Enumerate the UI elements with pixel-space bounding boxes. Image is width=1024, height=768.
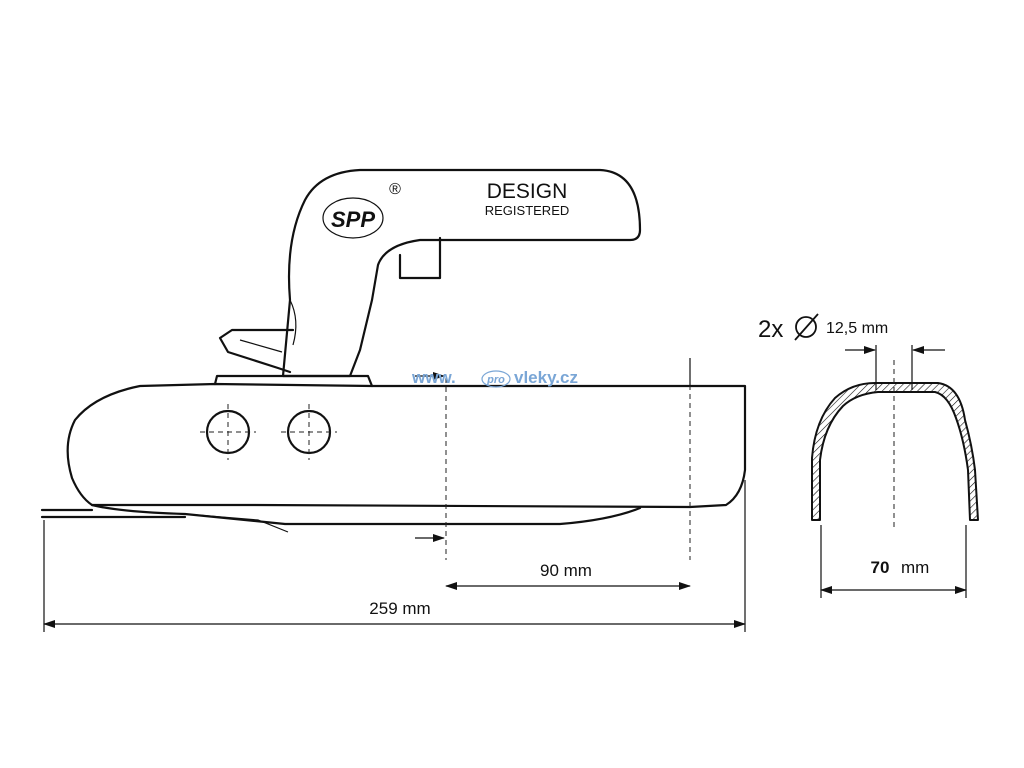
- bolt-hole-right: [281, 404, 337, 460]
- bolt-hole-left: [200, 404, 256, 460]
- watermark-right: vleky.cz: [514, 368, 578, 387]
- dimension-259: 259 mm: [43, 480, 746, 632]
- safety-trigger: [218, 328, 295, 374]
- registered-mark: ®: [389, 181, 401, 198]
- spp-logo: SPP ®: [322, 181, 401, 239]
- coupling-housing: [66, 382, 747, 509]
- watermark-left: www.: [411, 368, 456, 387]
- housing-bottom-contour: [90, 503, 642, 526]
- watermark: www. pro vleky.cz: [411, 368, 578, 388]
- lower-flange-line: [184, 513, 289, 533]
- profile-hatched-wall: [811, 382, 979, 521]
- design-label: DESIGN: [487, 180, 568, 203]
- registered-label: REGISTERED: [485, 203, 570, 218]
- dimension-70-value: 70: [871, 558, 890, 577]
- logo-text: SPP: [331, 207, 375, 232]
- dimension-90-label: 90 mm: [540, 561, 592, 580]
- dimension-90: 90 mm: [445, 561, 691, 590]
- coupling-side-view: SPP ® DESIGN REGISTERED: [40, 168, 747, 533]
- trigger-detail: [239, 339, 283, 353]
- handle-bracket: [398, 236, 442, 280]
- cross-section-profile: 2x 12,5 mm 70 mm: [758, 313, 979, 598]
- dimension-70-unit: mm: [901, 558, 929, 577]
- base-plate: [40, 508, 187, 519]
- watermark-mid: pro: [486, 374, 505, 386]
- dimension-259-label: 259 mm: [369, 599, 430, 618]
- holes-count: 2x: [758, 316, 783, 343]
- handle-lever: [281, 168, 642, 378]
- hole-diameter-label: 12,5 mm: [826, 320, 888, 337]
- handle-inner-line: [289, 299, 297, 346]
- diameter-symbol-icon: [794, 313, 819, 341]
